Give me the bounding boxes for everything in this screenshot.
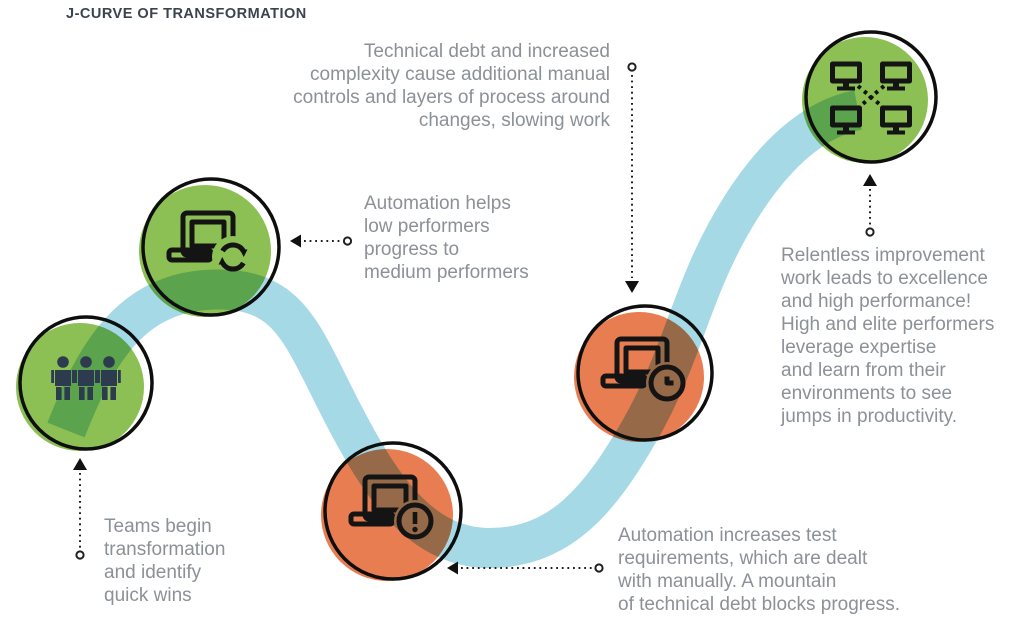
node-manual-tests-outline: [576, 304, 714, 442]
j-curve-ribbon: [47, 90, 863, 569]
arrow-left-icon: [447, 561, 458, 575]
team-people-icon: [51, 356, 121, 400]
monitor-icon: [880, 61, 912, 91]
connector-technical-debt-note: [625, 62, 639, 293]
connector-endpoint-circle: [75, 550, 85, 560]
annotation-automation-helps: Automation helps low performers progress…: [364, 193, 529, 283]
annotation-automation-increases: Automation increases test requirements, …: [618, 525, 900, 615]
arrow-left-icon: [290, 234, 301, 248]
node-teams-outline: [18, 315, 154, 451]
connector-endpoint-circle: [627, 62, 637, 72]
node-high-performance-outline: [804, 30, 938, 164]
connector-endpoint-circle: [342, 236, 353, 246]
person-icon: [51, 356, 75, 400]
node-technical-debt-outline: [323, 441, 463, 581]
node-high-performance: [802, 30, 938, 164]
connector-endpoint-circle: [865, 227, 875, 237]
laptop-clock-icon: [600, 336, 686, 402]
person-icon: [97, 356, 121, 400]
node-automation-helps-outline: [141, 177, 281, 317]
monitor-icon: [880, 105, 912, 135]
monitor-icon: [830, 105, 862, 135]
laptop-alert-icon: [348, 474, 434, 540]
connector-endpoint-circle: [594, 563, 604, 573]
laptop-sync-icon: [166, 210, 248, 272]
diagram-title: J-CURVE OF TRANSFORMATION: [66, 6, 307, 22]
arrow-down-icon: [625, 281, 639, 293]
connector-automation-increases-note: [447, 561, 604, 575]
clock-badge-icon: [648, 364, 686, 402]
arrow-up-icon: [863, 174, 877, 186]
laptop-base-shape: [166, 210, 236, 263]
connector-teams-begin-note: [73, 458, 87, 560]
node-technical-debt: [321, 441, 463, 581]
network-monitors-icon: [830, 61, 912, 135]
arrow-up-icon: [73, 458, 87, 470]
connector-relentless-note: [863, 174, 877, 237]
laptop-base-shape: [600, 336, 670, 389]
annotation-teams-begin: Teams begin transformation and identify …: [104, 516, 226, 606]
connector-automation-helps-note: [290, 234, 353, 248]
annotation-relentless-improvement: Relentless improvement work leads to exc…: [781, 245, 995, 427]
laptop-base-shape: [348, 474, 418, 527]
node-teams: [16, 315, 154, 451]
node-manual-tests: [574, 304, 714, 442]
person-icon: [74, 356, 98, 400]
node-automation-helps: [139, 177, 281, 317]
monitor-icon: [830, 61, 862, 91]
alert-badge-icon: [396, 502, 434, 540]
sync-arrows-icon: [218, 242, 248, 272]
annotation-technical-debt: Technical debt and increased complexity …: [293, 41, 610, 131]
